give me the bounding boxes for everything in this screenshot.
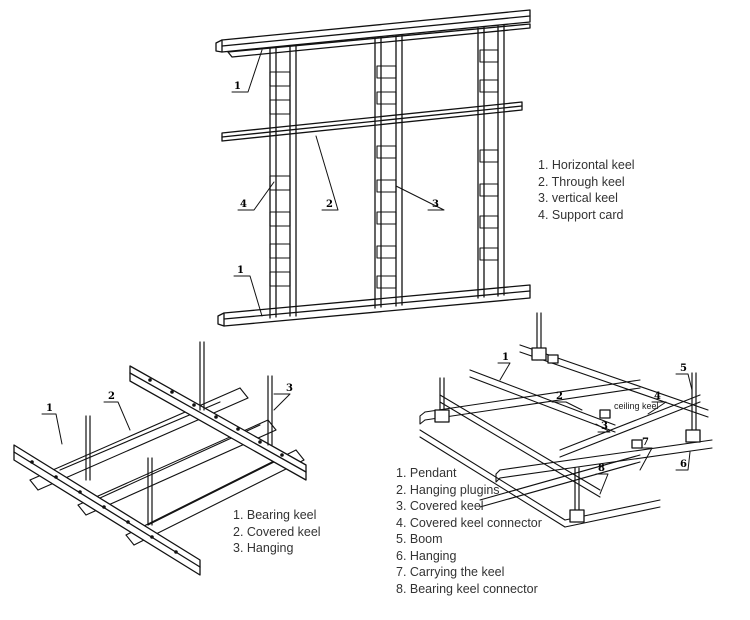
- vertical-keel-right: [477, 24, 505, 299]
- ceiling-frame-left: [13, 341, 307, 576]
- callout-4: 4: [654, 391, 661, 402]
- legend-item: 7. Carrying the keel: [396, 565, 505, 579]
- legend-item: 5. Boom: [396, 532, 443, 546]
- callout-1: 1: [234, 81, 241, 92]
- legend-item: 2. Hanging plugins: [396, 482, 500, 497]
- callout-3: 3: [601, 421, 608, 432]
- ceiling-frame-right: [419, 312, 713, 528]
- legend-item: 2. Through keel: [538, 174, 625, 189]
- legend-item: 1. Bearing keel: [233, 508, 317, 522]
- callout-1-bottom: 1: [237, 265, 244, 276]
- legend-item: 1. Pendant: [396, 466, 457, 480]
- callout-5: 5: [680, 363, 687, 374]
- legend-item: 1. Horizontal keel: [538, 158, 635, 172]
- legend-item: 2. Covered keel: [233, 524, 321, 539]
- legend-item: 6. Hanging: [396, 548, 457, 563]
- callout-1: 1: [502, 352, 509, 363]
- wall-callouts: 1 2 3 4 1: [234, 81, 439, 276]
- legend-item: 3. vertical keel: [538, 191, 618, 205]
- legend-item: 3. Covered keel: [396, 499, 484, 513]
- ceiling-left-legend: 1. Bearing keel 2. Covered keel 3. Hangi…: [233, 507, 321, 557]
- bearing-keel-back: [129, 365, 307, 481]
- right-leader-lines: [497, 362, 693, 495]
- legend-item: 3. Hanging: [233, 541, 294, 555]
- bearing-keel-front: [13, 444, 201, 576]
- vertical-keel-left: [269, 44, 297, 319]
- callout-6: 6: [680, 459, 687, 470]
- right-callouts: 1 2 3 4 5 6 7 8 ceiling keel: [502, 352, 687, 474]
- wall-leader-lines: [231, 49, 445, 317]
- callout-8: 8: [598, 463, 605, 474]
- callout-3: 3: [286, 383, 293, 394]
- hanging-rods: [85, 341, 273, 526]
- callout-2: 2: [326, 199, 333, 210]
- callout-4: 4: [240, 199, 247, 210]
- bottom-horizontal-keel: [217, 284, 531, 327]
- left-leader-lines: [41, 393, 291, 445]
- callout-2: 2: [108, 391, 115, 402]
- vertical-keel-center: [374, 34, 403, 309]
- legend-item: 8. Bearing keel connector: [396, 581, 538, 596]
- legend-item: 4. Covered keel connector: [396, 515, 542, 530]
- right-covered-keels: [419, 344, 709, 528]
- callout-3: 3: [432, 199, 439, 210]
- left-callouts: 1 2 3: [46, 383, 293, 414]
- callout-2: 2: [556, 391, 563, 402]
- partition-wall-frame: [215, 9, 531, 327]
- callout-1: 1: [46, 403, 53, 414]
- through-keel: [221, 101, 523, 142]
- overlay-label: ceiling keel: [614, 401, 659, 411]
- top-horizontal-keel: [215, 9, 531, 58]
- hangers: [434, 347, 701, 523]
- partition-wall-legend: 1. Horizontal keel 2. Through keel 3. ve…: [538, 157, 635, 223]
- ceiling-right-legend: 1. Pendant 2. Hanging plugins 3. Covered…: [396, 465, 542, 597]
- callout-7: 7: [642, 437, 649, 448]
- legend-item: 4. Support card: [538, 207, 624, 222]
